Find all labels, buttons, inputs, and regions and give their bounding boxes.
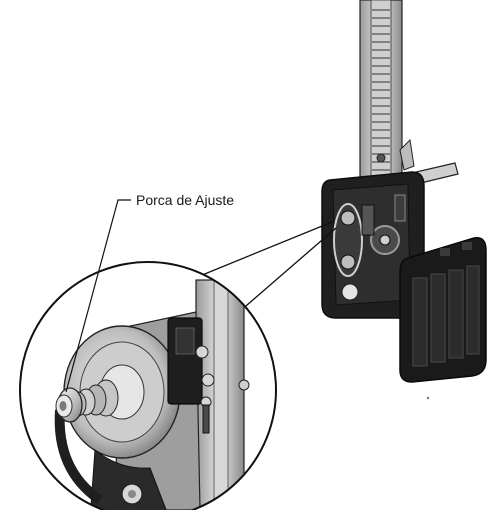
motor-housing xyxy=(321,171,425,319)
callout: Porca de Ajuste xyxy=(65,192,234,393)
zoom-connector xyxy=(189,221,337,319)
housing-cover xyxy=(399,237,487,383)
adjustment-nut xyxy=(55,379,119,423)
magnified-detail xyxy=(19,261,277,510)
main-assembly xyxy=(321,0,487,400)
callout-leader-line xyxy=(65,199,131,393)
callout-label: Porca de Ajuste xyxy=(136,192,234,208)
limit-switch xyxy=(167,317,215,434)
